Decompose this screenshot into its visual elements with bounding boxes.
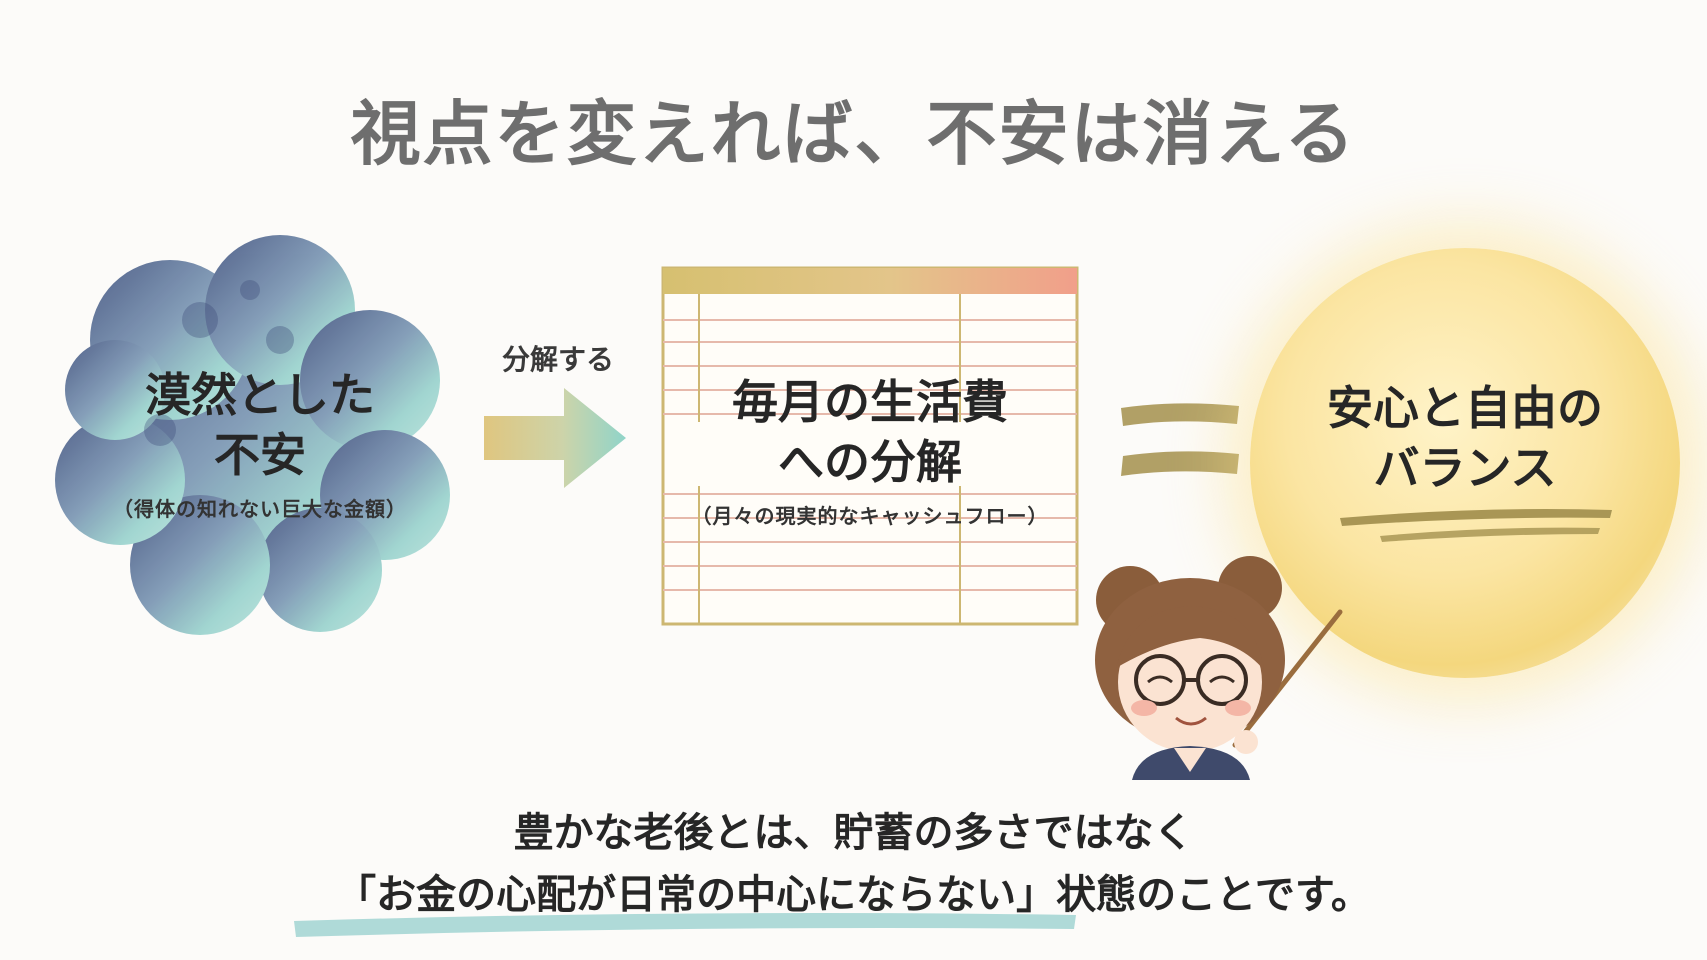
spreadsheet-icon: [661, 266, 1079, 626]
monthly-cost-label: 毎月の生活費 への分解 （月々の現実的なキャッシュフロー）: [655, 372, 1085, 529]
balance-line2: バランス: [1373, 441, 1557, 495]
balance-line1: 安心と自由の: [1327, 381, 1603, 435]
monthly-line1: 毎月の生活費: [732, 375, 1008, 429]
anxiety-cloud-icon: [55, 235, 450, 635]
right-arrow-icon: [484, 388, 626, 488]
balance-label: 安心と自由の バランス: [1250, 378, 1680, 498]
anxiety-label: 漠然とした 不安 （得体の知れない巨大な金額）: [70, 365, 450, 522]
page-title: 視点を変えれば、不安は消える: [350, 93, 1357, 175]
monthly-note: （月々の現実的なキャッシュフロー）: [691, 504, 1049, 528]
message-line1: 豊かな老後とは、貯蓄の多さではなく: [513, 810, 1194, 856]
anxiety-note: （得体の知れない巨大な金額）: [113, 497, 407, 521]
message-underline: [294, 913, 1076, 937]
equals-icon: [1121, 403, 1239, 476]
brush-underline: [1340, 509, 1612, 542]
decompose-label: 分解する: [501, 343, 614, 376]
anxiety-line2: 不安: [214, 428, 306, 482]
teacher-girl-illustration: [1095, 556, 1343, 780]
balance-orb: [1250, 248, 1680, 678]
anxiety-line1: 漠然とした: [145, 368, 375, 422]
message-line2: 「お金の心配が日常の中心にならない」状態のことです。: [336, 872, 1371, 918]
monthly-line2: への分解: [778, 435, 962, 489]
